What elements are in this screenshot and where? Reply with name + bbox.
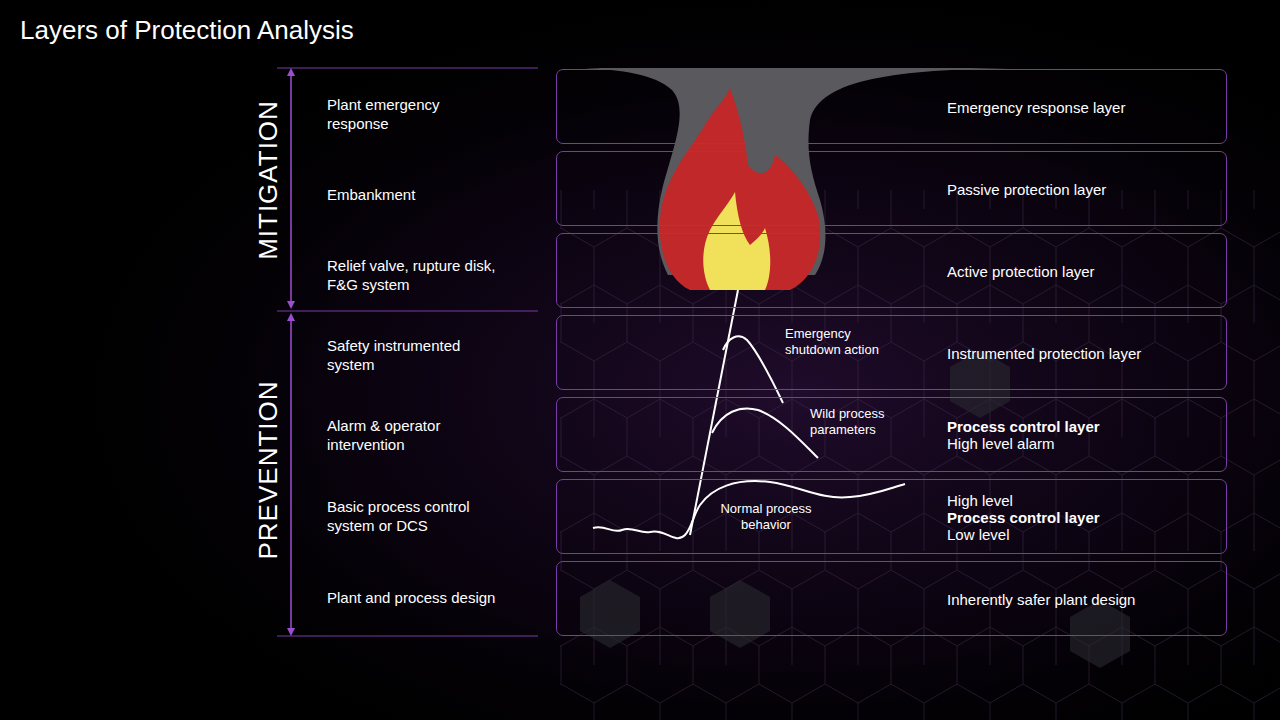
section-label: MITIGATION [252, 100, 285, 260]
layer-text-group: Active protection layer [947, 262, 1095, 279]
layer-description: Relief valve, rupture disk, F&G system [327, 256, 527, 294]
layer-text-group: Process control layerHigh level alarm [947, 418, 1100, 452]
layer-label: Process control layer [947, 508, 1100, 525]
layer-label: Low level [947, 525, 1100, 542]
layer-description: Alarm & operator intervention [327, 416, 462, 454]
layer-description: Plant and process design [327, 588, 547, 607]
layer-band: Active protection layer [556, 233, 1227, 308]
page-title: Layers of Protection Analysis [20, 15, 354, 46]
layer-label: Active protection layer [947, 262, 1095, 279]
layer-description: Basic process control system or DCS [327, 497, 492, 535]
layer-label: Passive protection layer [947, 180, 1106, 197]
layer-label: Inherently safer plant design [947, 590, 1135, 607]
layer-band: Instrumented protection layer [556, 315, 1227, 390]
layer-label: High level alarm [947, 435, 1100, 452]
layer-band: Inherently safer plant design [556, 561, 1227, 636]
layer-label: Instrumented protection layer [947, 344, 1141, 361]
layer-text-group: High levelProcess control layerLow level [947, 491, 1100, 542]
curve-label: Emergency shutdown action [785, 326, 905, 358]
curve-label: Wild process parameters [810, 406, 910, 438]
section-label: PREVENTION [252, 380, 285, 559]
layer-description: Embankment [327, 185, 487, 204]
layer-text-group: Passive protection layer [947, 180, 1106, 197]
layer-description: Plant emergency response [327, 95, 462, 133]
layer-band: Passive protection layer [556, 151, 1227, 226]
layer-text-group: Inherently safer plant design [947, 590, 1135, 607]
layer-label: High level [947, 491, 1100, 508]
curve-label: Normal process behavior [711, 501, 821, 533]
layer-label: Process control layer [947, 418, 1100, 435]
layer-description: Safety instrumented system [327, 336, 477, 374]
layer-text-group: Instrumented protection layer [947, 344, 1141, 361]
layer-label: Emergency response layer [947, 98, 1125, 115]
layer-band: Process control layerHigh level alarm [556, 397, 1227, 472]
layer-text-group: Emergency response layer [947, 98, 1125, 115]
layer-band: Emergency response layer [556, 69, 1227, 144]
layer-band: High levelProcess control layerLow level [556, 479, 1227, 554]
